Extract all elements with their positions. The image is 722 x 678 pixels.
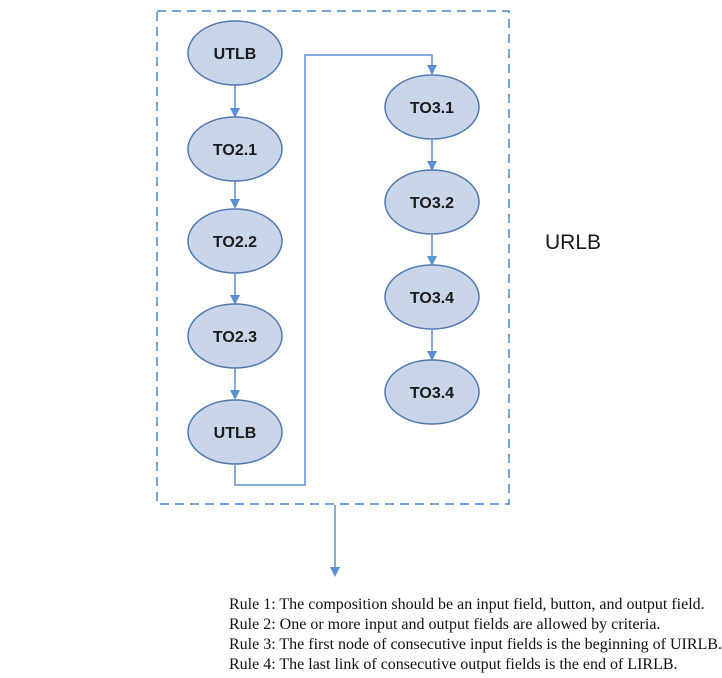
edge-utlb-to31 bbox=[234, 54, 437, 486]
node-to3-4-a: TO3.4 bbox=[384, 264, 480, 330]
node-to3-4-b: TO3.4 bbox=[384, 359, 480, 425]
urlb-label: URLB bbox=[545, 231, 601, 254]
node-to3-1: TO3.1 bbox=[384, 74, 480, 140]
rules-list: Rule 1: The composition should be an inp… bbox=[229, 595, 722, 675]
node-to2-3: TO2.3 bbox=[187, 303, 283, 369]
node-to3-4-b-label: TO3.4 bbox=[410, 385, 454, 402]
rule-2: Rule 2: One or more input and output fie… bbox=[229, 616, 661, 633]
node-to2-1: TO2.1 bbox=[187, 116, 283, 182]
node-to2-2-label: TO2.2 bbox=[213, 234, 257, 251]
node-utlb-top-label: UTLB bbox=[214, 46, 257, 63]
node-to2-3-label: TO2.3 bbox=[213, 329, 257, 346]
node-to3-2-label: TO3.2 bbox=[410, 195, 454, 212]
node-utlb-bottom-label: UTLB bbox=[214, 425, 257, 442]
node-to2-2: TO2.2 bbox=[187, 208, 283, 274]
node-to2-1-label: TO2.1 bbox=[213, 142, 257, 159]
node-utlb-bottom: UTLB bbox=[187, 399, 283, 465]
rule-1: Rule 1: The composition should be an inp… bbox=[229, 596, 705, 613]
rule-3: Rule 3: The first node of consecutive in… bbox=[229, 636, 722, 653]
node-to3-2: TO3.2 bbox=[384, 169, 480, 235]
node-to3-4-a-label: TO3.4 bbox=[410, 290, 454, 307]
node-to3-1-label: TO3.1 bbox=[410, 100, 454, 117]
node-utlb-top: UTLB bbox=[187, 20, 283, 86]
rule-4: Rule 4: The last link of consecutive out… bbox=[229, 656, 678, 673]
urlb-boundary bbox=[156, 10, 510, 505]
